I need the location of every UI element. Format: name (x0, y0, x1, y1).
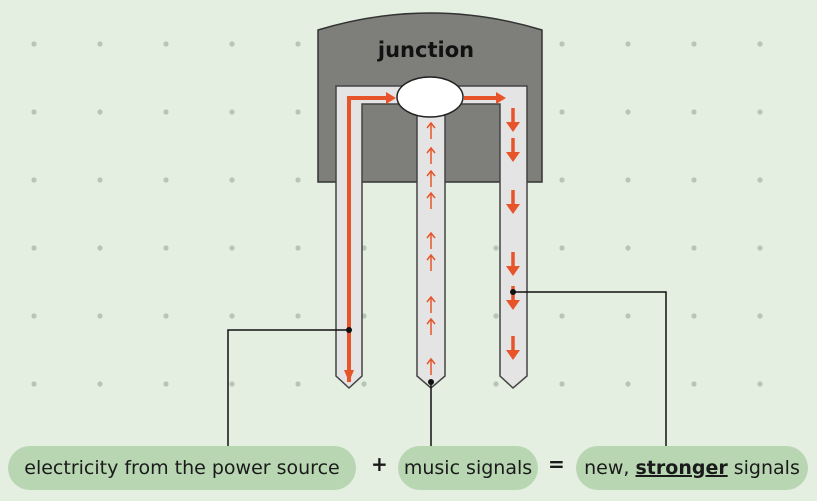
grid-dot (625, 245, 631, 251)
grid-dot (31, 177, 37, 183)
plus-operator: + (371, 452, 388, 476)
power-lead-tip-arrow (344, 370, 354, 382)
grid-dot (31, 381, 37, 387)
grid-dot (559, 41, 565, 47)
grid-dot (229, 41, 235, 47)
grid-dot (97, 177, 103, 183)
grid-dot (691, 245, 697, 251)
music-up-arrow (426, 191, 436, 209)
grid-dot (757, 109, 763, 115)
leader-dot-music (428, 379, 434, 385)
grid-dot (625, 41, 631, 47)
grid-dot (229, 313, 235, 319)
power-current-line (347, 96, 388, 382)
junction-oval (396, 76, 464, 118)
output-down-arrow (506, 108, 520, 132)
label-music-signals: music signals (398, 446, 538, 490)
grid-dot (163, 381, 169, 387)
grid-dot (625, 381, 631, 387)
grid-dot (295, 41, 301, 47)
music-up-arrow (426, 317, 436, 335)
grid-dot (691, 381, 697, 387)
grid-dot (691, 109, 697, 115)
grid-dot (295, 109, 301, 115)
leader-dot-power (346, 327, 352, 333)
grid-dot (625, 177, 631, 183)
grid-dot (31, 245, 37, 251)
grid-dot (691, 313, 697, 319)
output-down-arrow (506, 336, 520, 360)
grid-dot (229, 245, 235, 251)
label-music-signals-text: music signals (403, 457, 533, 479)
grid-dot (163, 245, 169, 251)
grid-dot (559, 177, 565, 183)
output-down-arrow (506, 252, 520, 276)
grid-dot (559, 109, 565, 115)
grid-dot (97, 109, 103, 115)
grid-dot (625, 313, 631, 319)
label-power-source-text: electricity from the power source (24, 457, 340, 479)
output-current-arrowhead (496, 92, 506, 104)
grid-dot (163, 313, 169, 319)
grid-dot (97, 313, 103, 319)
grid-dot (97, 381, 103, 387)
music-up-arrow (426, 295, 436, 313)
grid-dot (757, 245, 763, 251)
grid-dot (361, 381, 367, 387)
leader-line-power (227, 329, 349, 447)
leader-dot-output (510, 289, 516, 295)
power-current-arrowhead (386, 92, 396, 104)
music-up-arrow (426, 169, 436, 187)
grid-dot (229, 381, 235, 387)
grid-dot (559, 245, 565, 251)
grid-dot (757, 313, 763, 319)
grid-dot (163, 41, 169, 47)
music-signal-arrows (426, 121, 436, 375)
grid-dot (559, 313, 565, 319)
grid-dot (295, 381, 301, 387)
grid-dot (31, 109, 37, 115)
music-up-arrow (426, 146, 436, 164)
output-down-arrow (506, 138, 520, 162)
grid-dot (295, 313, 301, 319)
music-up-arrow (426, 231, 436, 249)
music-up-arrow (426, 357, 436, 375)
grid-dot (163, 109, 169, 115)
grid-dot (757, 381, 763, 387)
grid-dot (97, 41, 103, 47)
music-up-arrow (426, 253, 436, 271)
grid-dot (31, 41, 37, 47)
music-up-arrow (426, 121, 436, 139)
label-stronger-signals: new, stronger signals (576, 446, 808, 490)
grid-dot (31, 313, 37, 319)
grid-dot (493, 381, 499, 387)
label-result-prefix: new, (584, 457, 630, 479)
grid-dot (163, 177, 169, 183)
leader-line-output (513, 291, 667, 447)
grid-dot (559, 381, 565, 387)
grid-dot (691, 41, 697, 47)
grid-dot (295, 245, 301, 251)
equals-operator: = (548, 452, 565, 476)
grid-dot (625, 109, 631, 115)
label-result-suffix: signals (733, 457, 800, 479)
label-result-strong: stronger (635, 457, 728, 479)
grid-dot (229, 177, 235, 183)
label-power-source: electricity from the power source (8, 446, 356, 490)
junction-label: junction (377, 38, 475, 62)
grid-dot (493, 313, 499, 319)
grid-dot (97, 245, 103, 251)
grid-dot (229, 109, 235, 115)
output-down-arrow (506, 190, 520, 214)
grid-dot (493, 245, 499, 251)
grid-dot (757, 41, 763, 47)
grid-dot (295, 177, 301, 183)
grid-dot (691, 177, 697, 183)
grid-dot (757, 177, 763, 183)
